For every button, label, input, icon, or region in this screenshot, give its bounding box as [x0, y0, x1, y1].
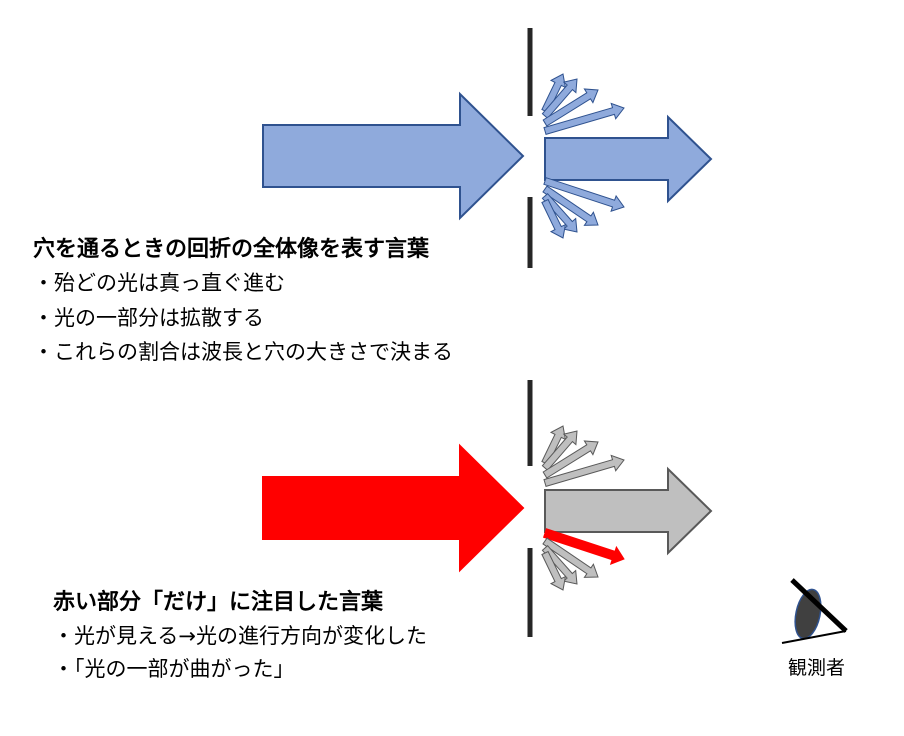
bottom-title: 赤い部分「だけ」に注目した言葉 — [53, 590, 384, 615]
bottom-bullet: ・光が見える→光の進行方向が変化した — [53, 624, 427, 648]
diffracted-ray-arrow — [543, 177, 625, 212]
incident-light-arrow — [262, 443, 525, 573]
diffracted-ray-arrow — [543, 102, 625, 136]
transmitted-light-arrow — [544, 114, 713, 204]
top-bullet: ・これらの割合は波長と穴の大きさで決まる — [33, 340, 453, 364]
diffracted-ray-arrow — [541, 78, 578, 120]
bottom-bullet: ・「光の一部が曲がった」 — [53, 657, 295, 681]
diffracted-ray-arrow — [541, 425, 567, 466]
diffracted-ray-arrow — [541, 73, 567, 114]
top-title: 穴を通るときの回折の全体像を表す言葉 — [33, 237, 430, 262]
diffracted-ray-arrow — [541, 192, 578, 233]
bottom-diffraction-illustration — [262, 380, 713, 637]
diffracted-ray-arrow — [541, 544, 578, 585]
diffracted-ray-arrow — [543, 454, 625, 488]
diffracted-ray-arrow — [542, 185, 599, 226]
top-bullet: ・殆どの光は真っ直ぐ進む — [33, 271, 285, 295]
diffracted-ray-arrow — [541, 430, 578, 472]
diffracted-ray-arrow — [542, 440, 599, 479]
highlighted-bent-ray-arrow — [542, 528, 625, 565]
observer-label: 観測者 — [788, 657, 846, 679]
incident-light-arrow — [262, 91, 525, 221]
diffracted-ray-arrow — [542, 88, 599, 127]
top-bullet: ・光の一部分は拡散する — [33, 306, 264, 330]
diffracted-ray-arrow — [541, 550, 567, 591]
transmitted-light-arrow — [544, 466, 713, 556]
diffracted-ray-arrow — [542, 537, 599, 578]
top-diffraction-illustration — [262, 28, 713, 268]
diffracted-ray-arrow — [541, 198, 567, 239]
eye-icon — [781, 578, 848, 644]
